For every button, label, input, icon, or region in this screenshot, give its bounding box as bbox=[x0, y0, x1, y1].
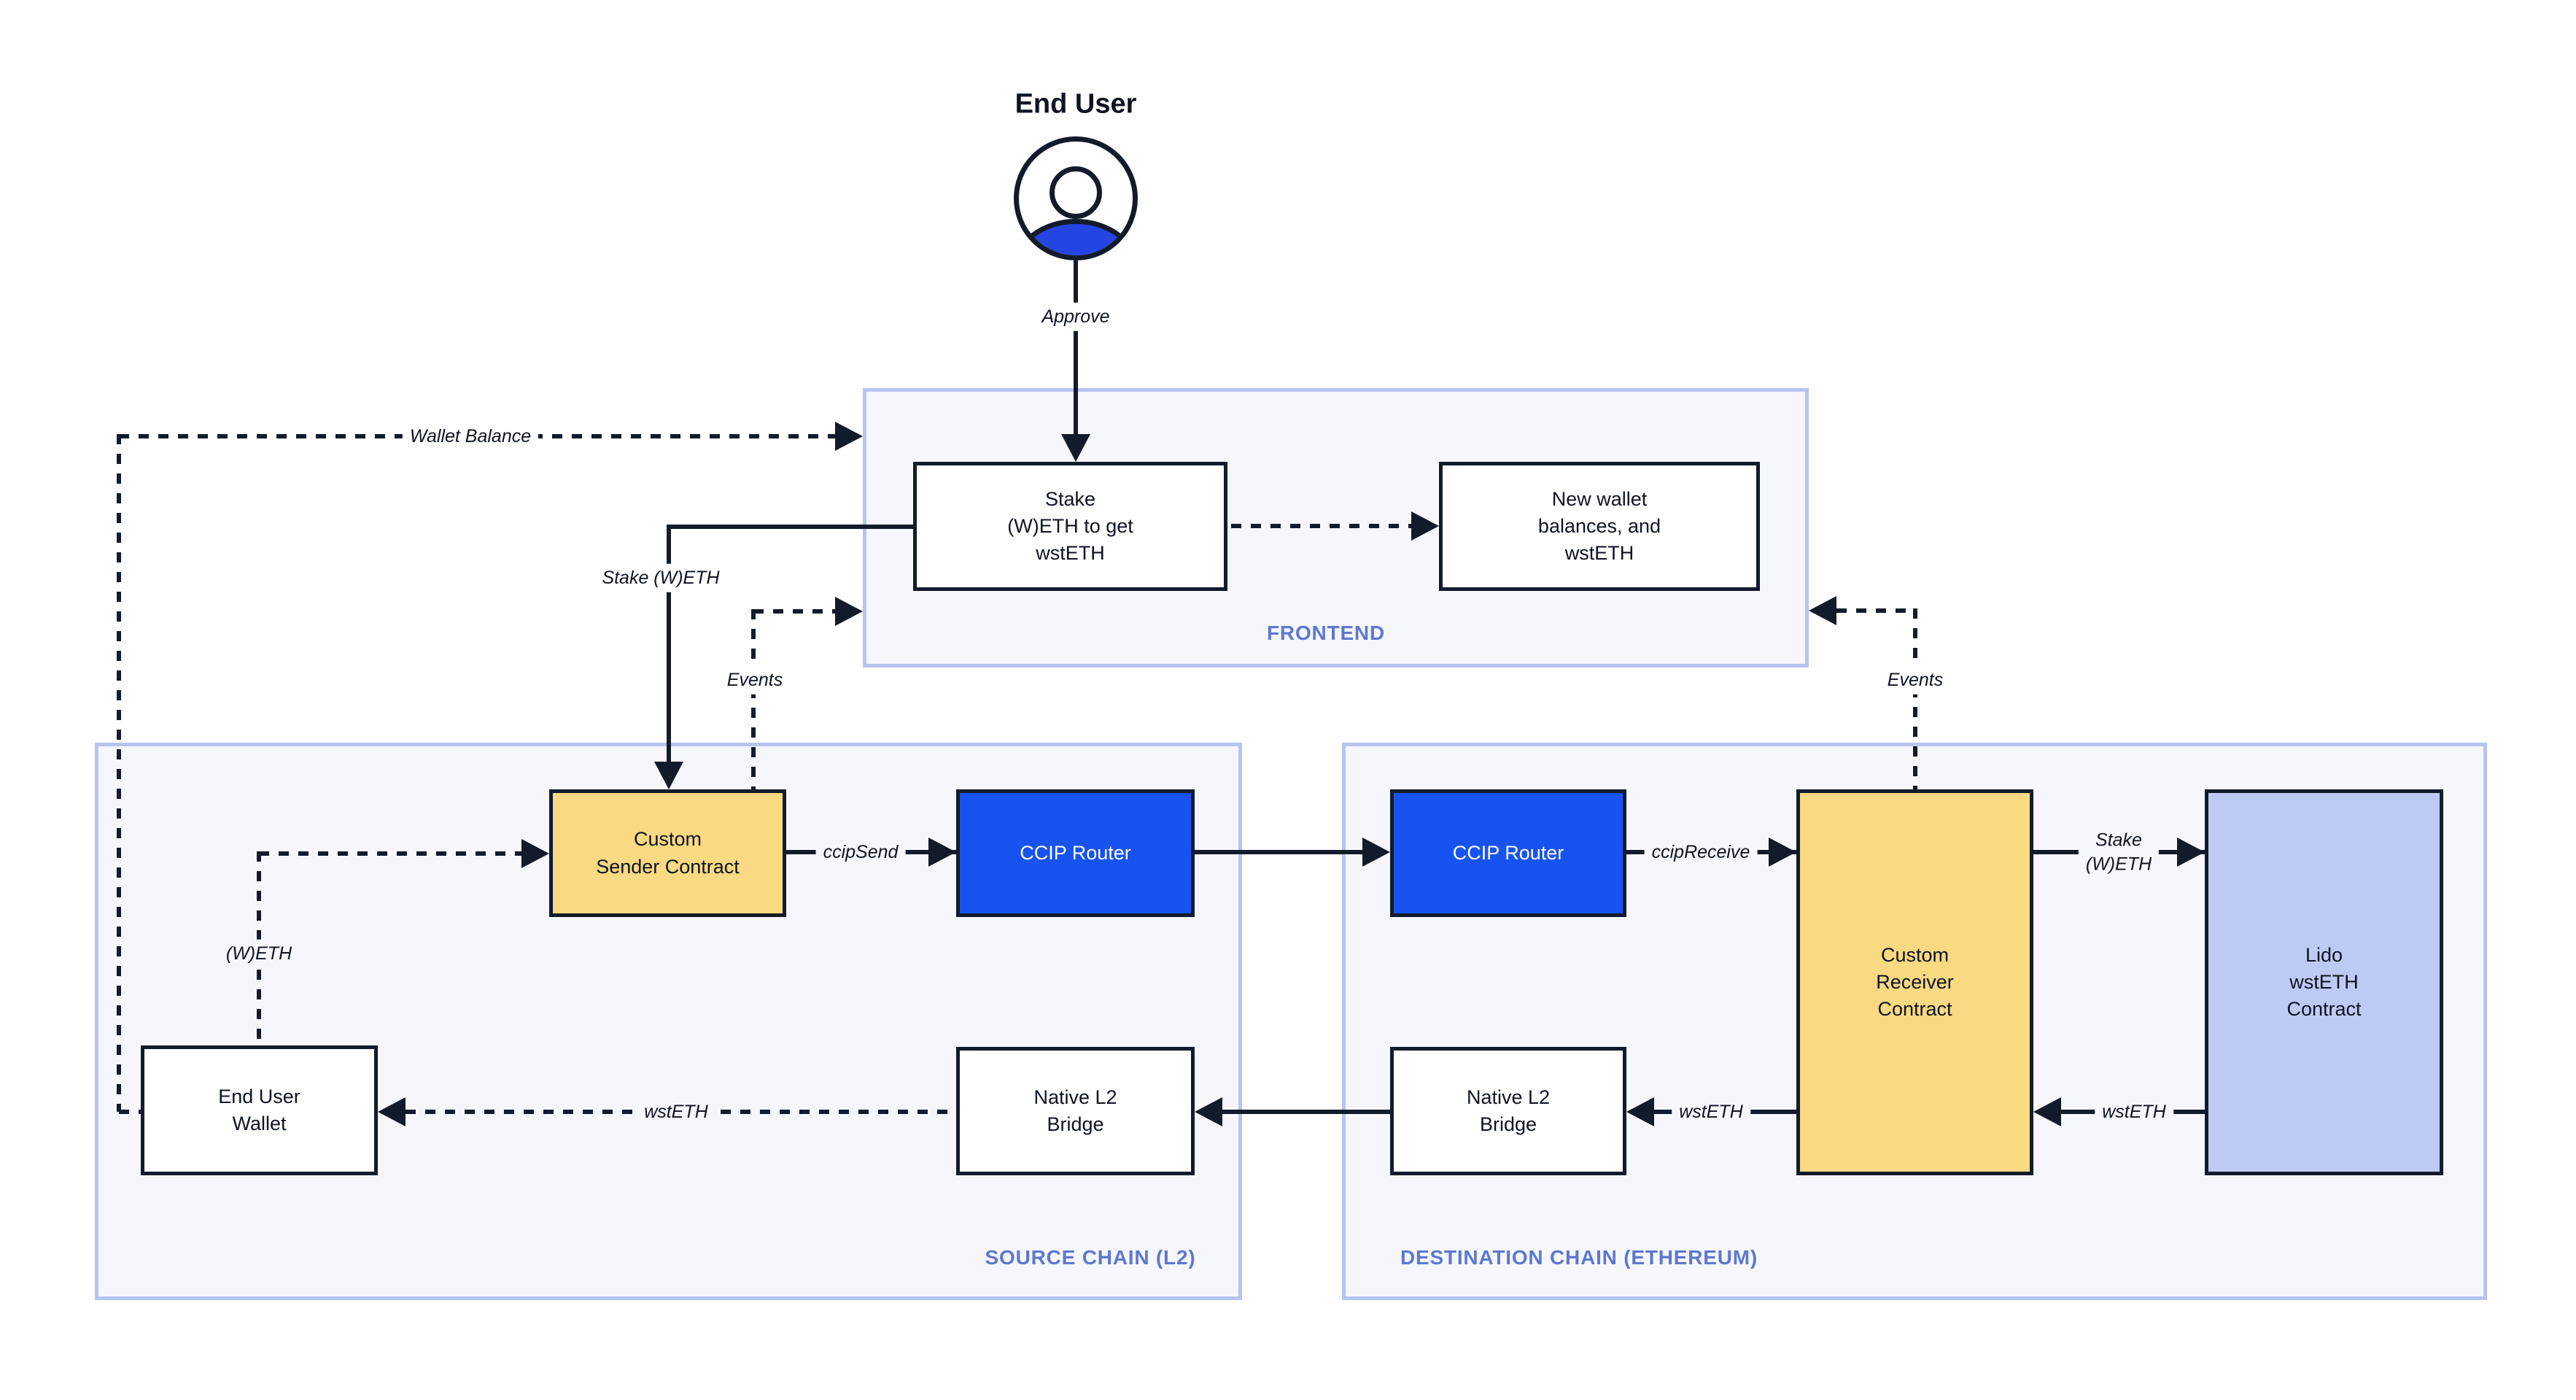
events-left-vertical-dashed-line bbox=[751, 609, 756, 791]
events-left-label: Events bbox=[719, 665, 791, 695]
custom-sender-box: Custom Sender Contract bbox=[549, 789, 786, 917]
frontend-label: FRONTEND bbox=[1267, 622, 1385, 644]
stake-weth-right-arrowhead bbox=[2177, 838, 2205, 867]
lido-wsteth-box: Lido wstETH Contract bbox=[2205, 789, 2443, 1175]
stake-to-newwallet-arrowhead bbox=[1411, 511, 1439, 541]
stake-weth-vertical-line bbox=[667, 525, 671, 762]
native-l2-bridge-dest-box: Native L2 Bridge bbox=[1390, 1047, 1626, 1175]
approve-arrowhead bbox=[1061, 434, 1090, 462]
stake-weth-arrowhead bbox=[654, 762, 683, 789]
wsteth-source-label: wstETH bbox=[637, 1097, 715, 1126]
events-right-vertical-dashed-line bbox=[1913, 608, 1917, 791]
weth-label: (W)ETH bbox=[218, 939, 300, 968]
end-user-title: End User bbox=[1015, 88, 1137, 120]
wallet-balance-vertical-dashed-line bbox=[117, 434, 121, 1112]
events-right-arrowhead bbox=[1809, 596, 1836, 625]
events-right-label: Events bbox=[1879, 665, 1951, 695]
destination-chain-label: DESTINATION CHAIN (ETHEREUM) bbox=[1400, 1246, 1758, 1269]
stake-weth-horizontal-line bbox=[667, 525, 913, 529]
ccipsend-arrowhead bbox=[928, 838, 956, 867]
new-wallet-box: New wallet balances, and wstETH bbox=[1439, 462, 1760, 591]
ccip-router-source-box: CCIP Router bbox=[956, 789, 1195, 917]
ccipreceive-arrowhead bbox=[1769, 838, 1796, 867]
custom-receiver-box: Custom Receiver Contract bbox=[1796, 789, 2033, 1175]
avatar-shoulders-icon bbox=[1019, 219, 1133, 255]
ccipsend-label: ccipSend bbox=[815, 838, 906, 867]
end-user-wallet-box: End User Wallet bbox=[141, 1045, 378, 1175]
wsteth-receiver-arrowhead bbox=[1626, 1097, 1654, 1126]
events-right-horizontal-dashed-line bbox=[1836, 608, 1917, 613]
router-to-router-line bbox=[1195, 850, 1362, 854]
events-left-horizontal-dashed-line bbox=[753, 609, 835, 614]
wallet-balance-label: Wallet Balance bbox=[402, 422, 539, 451]
wsteth-source-arrowhead bbox=[378, 1097, 406, 1126]
stake-to-newwallet-dashed-line bbox=[1231, 524, 1411, 528]
end-user-icon bbox=[1014, 136, 1138, 260]
wsteth-receiver-label: wstETH bbox=[1672, 1097, 1750, 1126]
wsteth-lido-label: wstETH bbox=[2095, 1097, 2173, 1126]
wallet-balance-arrowhead bbox=[835, 422, 863, 451]
weth-arrowhead bbox=[521, 839, 549, 868]
avatar-head-icon bbox=[1050, 166, 1102, 219]
native-l2-bridge-source-box: Native L2 Bridge bbox=[956, 1047, 1195, 1175]
wsteth-lido-arrowhead bbox=[2033, 1097, 2061, 1126]
router-to-router-arrowhead bbox=[1362, 838, 1390, 867]
stake-weth-right-label: Stake (W)ETH bbox=[2078, 826, 2160, 878]
ccipreceive-label: ccipReceive bbox=[1644, 838, 1758, 867]
wallet-balance-stub-dashed-line bbox=[119, 1110, 142, 1114]
bridge-to-bridge-line bbox=[1222, 1110, 1390, 1114]
weth-horizontal-dashed-line bbox=[259, 851, 521, 856]
bridge-to-bridge-arrowhead bbox=[1195, 1097, 1222, 1126]
stake-weth-label: Stake (W)ETH bbox=[594, 563, 727, 592]
events-left-arrowhead bbox=[835, 597, 863, 626]
source-chain-label: SOURCE CHAIN (L2) bbox=[985, 1246, 1196, 1269]
stake-box: Stake (W)ETH to get wstETH bbox=[913, 462, 1227, 591]
approve-edge-line bbox=[1074, 260, 1078, 434]
approve-label: Approve bbox=[1034, 302, 1117, 331]
ccip-router-dest-box: CCIP Router bbox=[1390, 789, 1626, 917]
